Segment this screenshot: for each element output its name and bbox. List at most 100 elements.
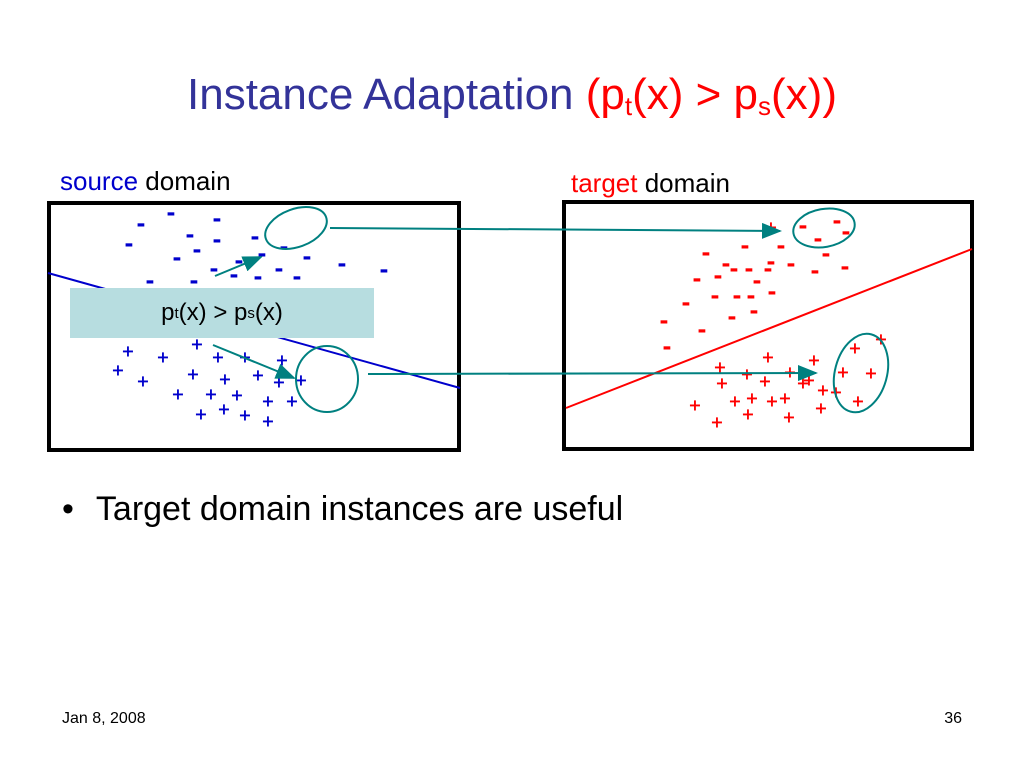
footer-date: Jan 8, 2008: [62, 710, 146, 727]
source-positive-point: +: [171, 385, 184, 404]
target-positive-point: +: [836, 363, 849, 382]
source-negative-point: -: [302, 246, 311, 271]
source-positive-point: +: [156, 348, 169, 367]
callout-subscript-s: s: [247, 304, 255, 322]
target-decision-boundary: [565, 248, 973, 409]
callout-part: (x): [254, 299, 283, 326]
source-negative-point: -: [292, 266, 301, 291]
target-negative-point: -: [786, 253, 795, 278]
target-domain-label: target domain: [571, 168, 730, 199]
target-positive-point: +: [783, 363, 796, 382]
source-positive-point: +: [217, 400, 230, 419]
target-negative-point: -: [729, 258, 738, 283]
target-positive-point: +: [782, 408, 795, 427]
bullet-marker: •: [62, 490, 74, 528]
target-negative-point: -: [692, 268, 701, 293]
target-positive-point: +: [745, 389, 758, 408]
target-negative-point: -: [798, 215, 807, 240]
target-negative-point: -: [813, 228, 822, 253]
arrow-pos-mapping: [367, 365, 818, 382]
source-negative-point: -: [212, 229, 221, 254]
target-positive-point: +: [864, 364, 877, 383]
source-negative-point: -: [274, 258, 283, 283]
source-negative-point: -: [189, 270, 198, 295]
bullet-text: Target domain instances are useful: [95, 490, 624, 528]
source-negative-point: -: [145, 270, 154, 295]
target-positive-point: +: [851, 392, 864, 411]
target-negative-point: -: [840, 256, 849, 281]
target-negative-point: -: [740, 235, 749, 260]
target-negative-point: -: [749, 300, 758, 325]
source-positive-point: +: [190, 335, 203, 354]
arrow-neg-mapping: [329, 222, 782, 239]
source-negative-point: -: [136, 213, 145, 238]
source-neg-ellipse: [264, 206, 328, 250]
target-negative-point: -: [710, 285, 719, 310]
page-number: 36: [944, 710, 962, 727]
source-positive-point: +: [194, 405, 207, 424]
source-positive-point: +: [294, 371, 307, 390]
target-neg-ellipse: [792, 207, 856, 249]
target-positive-point: +: [741, 405, 754, 424]
title-main: Instance Adaptation: [187, 70, 586, 119]
target-positive-point: +: [816, 381, 829, 400]
bullet-point: • Target domain instances are useful: [62, 490, 623, 529]
target-negative-point: -: [721, 253, 730, 278]
title-formula: (pt(x) > ps(x)): [586, 70, 837, 121]
source-negative-point: -: [337, 253, 346, 278]
target-positive-point: +: [874, 330, 887, 349]
callout-part: (x) > p: [178, 299, 248, 326]
target-domain-box: [562, 200, 974, 451]
source-positive-point: +: [111, 361, 124, 380]
source-negative-point: -: [124, 233, 133, 258]
target-positive-point: +: [715, 374, 728, 393]
target-negative-point: -: [732, 285, 741, 310]
source-negative-point: -: [234, 250, 243, 275]
formula-subscript-s: s: [758, 91, 772, 121]
target-word: target: [571, 168, 638, 198]
source-positive-point: +: [186, 365, 199, 384]
formula-part: (x) > p: [632, 70, 759, 119]
source-domain-label: source domain: [60, 166, 231, 197]
target-positive-point: +: [758, 372, 771, 391]
target-negative-point: -: [752, 270, 761, 295]
callout-arrow-down: [212, 344, 296, 379]
source-negative-point: -: [212, 208, 221, 233]
source-negative-point: -: [250, 226, 259, 251]
target-negative-point: -: [701, 242, 710, 267]
target-negative-point: -: [727, 306, 736, 331]
target-negative-point: -: [776, 235, 785, 260]
source-negative-point: -: [172, 247, 181, 272]
source-negative-point: -: [257, 243, 266, 268]
source-domain-word: domain: [138, 166, 231, 196]
source-negative-point: -: [185, 224, 194, 249]
source-points: ----------------------++++++++++++++++++…: [111, 202, 388, 431]
target-positive-point: +: [761, 348, 774, 367]
source-negative-point: -: [166, 202, 175, 227]
target-positive-point: +: [728, 392, 741, 411]
target-negative-point: -: [810, 260, 819, 285]
target-pos-ellipse: [832, 332, 890, 414]
source-positive-point: +: [285, 392, 298, 411]
target-positive-point: +: [688, 396, 701, 415]
target-negative-point: -: [767, 281, 776, 306]
target-negative-point: -: [744, 258, 753, 283]
formula-subscript-t: t: [624, 91, 633, 121]
target-negative-point: -: [659, 310, 668, 335]
source-positive-point: +: [204, 385, 217, 404]
target-negative-point: -: [841, 221, 850, 246]
source-positive-point: +: [218, 370, 231, 389]
target-positive-point: +: [778, 389, 791, 408]
target-domain-word: domain: [637, 168, 730, 198]
target-negative-point: -: [681, 292, 690, 317]
source-positive-point: +: [275, 351, 288, 370]
source-word: source: [60, 166, 139, 196]
target-positive-point: +: [765, 392, 778, 411]
callout-arrow-up: [214, 256, 263, 277]
target-positive-point: +: [764, 218, 777, 237]
source-negative-point: -: [229, 264, 238, 289]
target-positive-point: +: [848, 339, 861, 358]
source-positive-point: +: [238, 406, 251, 425]
target-negative-point: -: [662, 336, 671, 361]
